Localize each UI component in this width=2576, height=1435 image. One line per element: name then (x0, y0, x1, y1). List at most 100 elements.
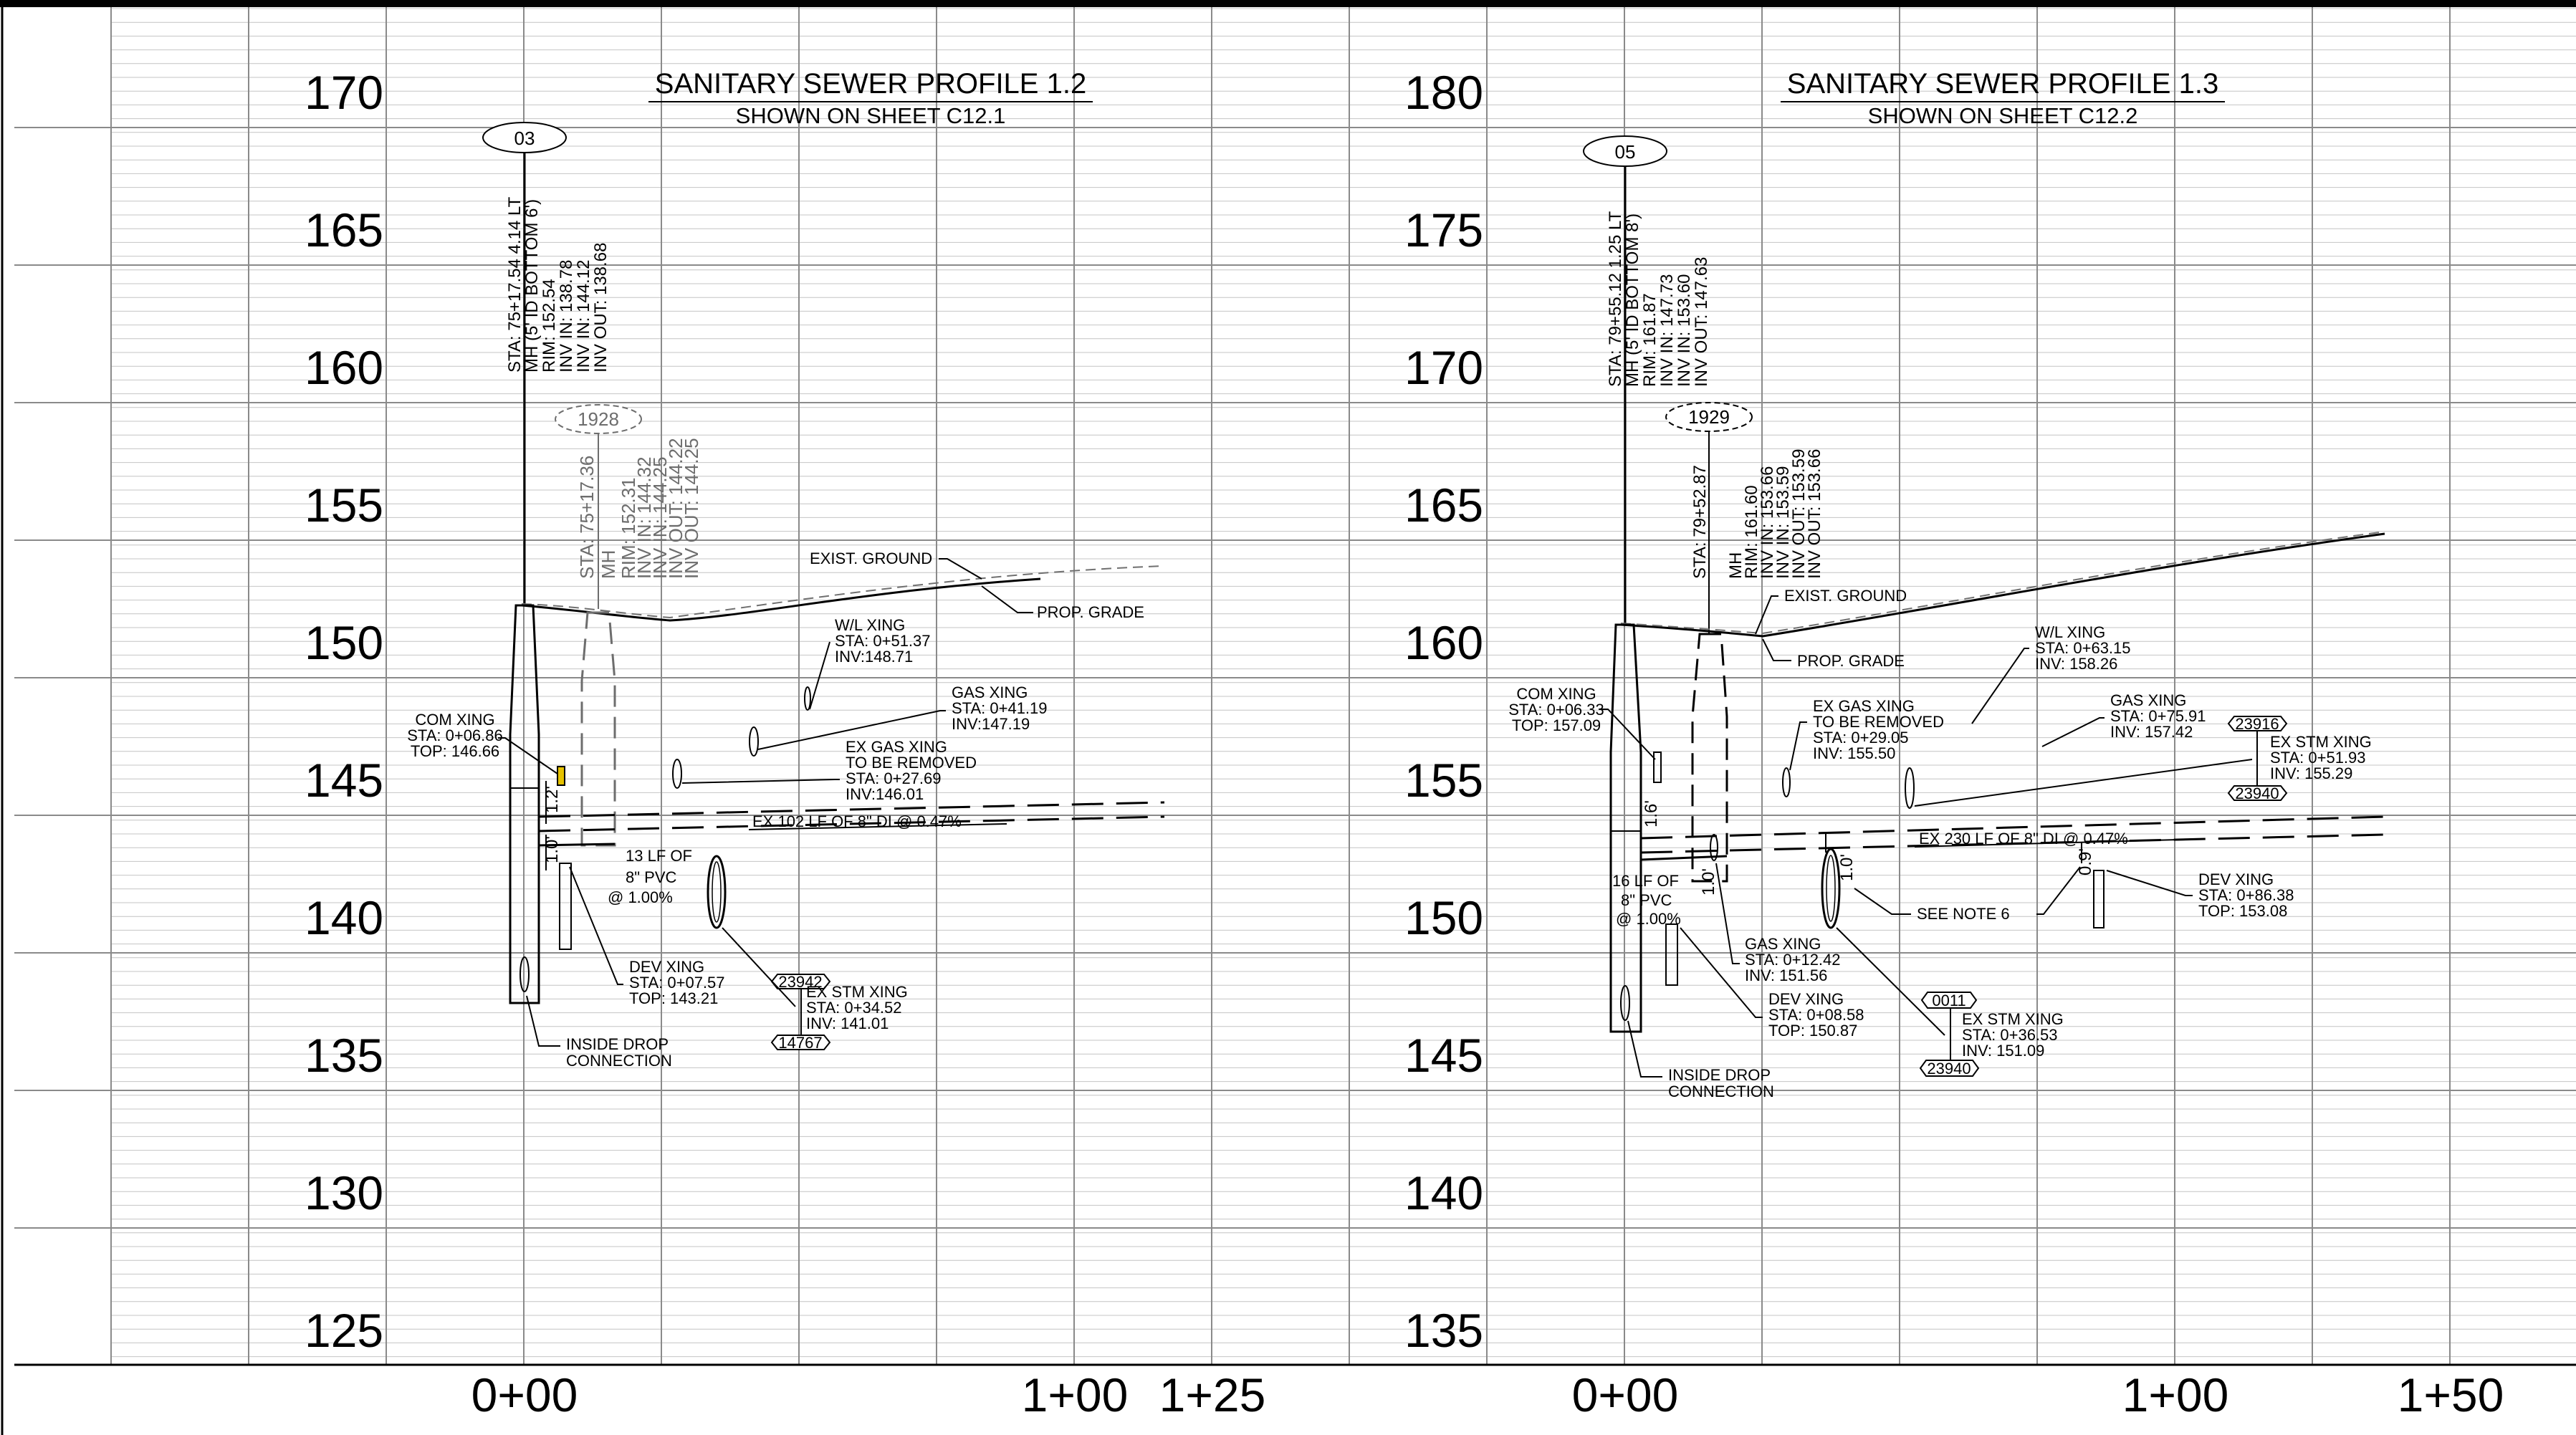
leader (2106, 870, 2193, 896)
svg-text:STA: 0+86.38: STA: 0+86.38 (2198, 886, 2294, 904)
dev-xing-note: DEV XING STA: 0+07.57 TOP: 143.21 (569, 866, 725, 1007)
proposed-grade-line (521, 577, 1041, 622)
manhole-structure (509, 604, 540, 1004)
existing-pipe-label-underline (1914, 839, 2179, 848)
com-xing-note: COM XING STA: 0+06.33 TOP: 157.09 (1508, 685, 1656, 760)
existing-manhole-tag-text: 1928 (578, 408, 619, 430)
see-note: SEE NOTE 6 (1854, 866, 2081, 923)
com-crossing (557, 766, 565, 786)
svg-text:CONNECTION: CONNECTION (1668, 1083, 1774, 1100)
existing-ground-line (521, 565, 1165, 619)
svg-text:STA: 0+36.53: STA: 0+36.53 (1962, 1026, 2058, 1044)
ex-stm-crossing-b (1905, 767, 1915, 809)
svg-text:23940: 23940 (1927, 1060, 1971, 1078)
leader (757, 710, 946, 750)
elev-label: 165 (1404, 479, 1483, 532)
svg-text:GAS XING: GAS XING (2110, 691, 2186, 709)
elev-label: 150 (1404, 891, 1483, 944)
svg-text:INSIDE DROP: INSIDE DROP (1668, 1066, 1771, 1084)
existing-manhole-tag-text: 1929 (1688, 406, 1730, 428)
svg-text:COM XING: COM XING (415, 711, 494, 729)
svg-text:MH: MH (1726, 552, 1746, 579)
svg-text:STA: 0+06.33: STA: 0+06.33 (1508, 701, 1604, 719)
elev-label: 135 (1404, 1304, 1483, 1357)
svg-text:STA: 0+51.93: STA: 0+51.93 (2270, 749, 2366, 767)
svg-text:INV OUT: 144.22: INV OUT: 144.22 (665, 438, 686, 579)
elev-label: 175 (1404, 203, 1483, 256)
gas-xing-note: GAS XING STA: 0+41.19 INV:147.19 (757, 683, 1048, 750)
leader (526, 995, 560, 1047)
prop-grade-leader (1762, 638, 1791, 661)
svg-text:STA: 0+29.05: STA: 0+29.05 (1813, 729, 1909, 747)
proposed-grade-line (1620, 532, 2385, 638)
gas-crossing (749, 726, 759, 757)
existing-pipe-bottom (538, 815, 1165, 832)
new-pipe-label: @ 1.00% (608, 888, 673, 906)
svg-text:TOP: 153.08: TOP: 153.08 (2198, 902, 2287, 920)
svg-text:INV OUT: 153.59: INV OUT: 153.59 (1789, 449, 1809, 579)
elev-label: 170 (1404, 341, 1483, 394)
leader (809, 641, 830, 710)
svg-text:STA: 75+17.54 4.14 LT: STA: 75+17.54 4.14 LT (505, 196, 525, 373)
dev-crossing (559, 863, 572, 950)
stm-crossing (707, 855, 727, 929)
svg-text:INV OUT: 138.68: INV OUT: 138.68 (591, 243, 611, 373)
stm-tag-b (770, 1035, 831, 1050)
leader (1599, 709, 1656, 760)
svg-text:MH (5' ID BOTTOM 8'): MH (5' ID BOTTOM 8') (1623, 213, 1642, 387)
elev-label: 155 (305, 479, 383, 532)
prop-grade-label: PROP. GRADE (1037, 603, 1144, 621)
svg-text:23916: 23916 (2235, 715, 2279, 733)
station-label: 0+00 (471, 1368, 578, 1421)
svg-text:MH (5' ID BOTTOM 6'): MH (5' ID BOTTOM 6') (522, 199, 542, 373)
svg-text:INV IN: 153.60: INV IN: 153.60 (1675, 274, 1694, 387)
svg-text:INV: 155.29: INV: 155.29 (2270, 764, 2352, 782)
elev-label: 160 (305, 341, 383, 394)
dev-xing-note: DEV XING STA: 0+08.58 TOP: 150.87 (1680, 927, 1864, 1040)
drop-pipe-end (1620, 985, 1630, 1021)
elev-label: 145 (305, 754, 383, 807)
leader (681, 779, 840, 784)
svg-text:EX STM XING: EX STM XING (806, 983, 908, 1001)
leader (569, 866, 623, 985)
stm-crossing-inner (1826, 855, 1836, 922)
svg-text:W/L XING: W/L XING (2035, 623, 2105, 641)
exist-ground-leader (1755, 595, 1778, 635)
new-pipe-label: 8" PVC (1621, 891, 1672, 909)
station-label: 1+50 (2398, 1368, 2504, 1421)
new-pipe-label: 16 LF OF (1612, 872, 1679, 890)
elev-label: 140 (1404, 1166, 1483, 1219)
elev-label: 165 (305, 203, 383, 256)
stm-xing-note: 0011 EX STM XING STA: 0+36.53 INV: 151.0… (1836, 927, 2064, 1078)
svg-text:23942: 23942 (778, 973, 822, 991)
profile-right: 180 175 170 165 160 155 150 145 140 135 … (1404, 66, 2504, 1421)
svg-text:0011: 0011 (1932, 992, 1965, 1009)
svg-text:EX STM XING: EX STM XING (1962, 1010, 2064, 1028)
prop-grade-label: PROP. GRADE (1797, 652, 1905, 670)
dim-label: 1.6' (1642, 800, 1661, 827)
profile-title: SANITARY SEWER PROFILE 1.3 (1787, 68, 2218, 100)
com-crossing (1653, 752, 1662, 783)
manhole-structure (1609, 623, 1642, 1033)
existing-pipe-top (1640, 815, 2385, 840)
station-label: 1+00 (1022, 1368, 1129, 1421)
svg-text:INV:148.71: INV:148.71 (835, 648, 913, 666)
svg-text:TOP: 150.87: TOP: 150.87 (1768, 1022, 1857, 1040)
com-xing-note: COM XING STA: 0+06.86 TOP: 146.66 (407, 711, 558, 774)
elev-label: 125 (305, 1304, 383, 1357)
svg-text:TO BE REMOVED: TO BE REMOVED (1813, 713, 1944, 731)
leader (1715, 863, 1740, 964)
svg-text:W/L XING: W/L XING (835, 616, 905, 634)
leader (498, 737, 558, 774)
svg-text:STA: 79+52.87: STA: 79+52.87 (1690, 465, 1710, 579)
existing-pipe-label: EX 230 LF OF 8" DI @ 0.47% (1919, 830, 2128, 848)
svg-text:STA: 79+55.12 1.25 LT: STA: 79+55.12 1.25 LT (1606, 211, 1625, 387)
ex-gas-xing-note: EX GAS XING TO BE REMOVED STA: 0+27.69 I… (681, 738, 977, 803)
svg-text:DEV XING: DEV XING (629, 958, 704, 976)
svg-text:INV: 157.42: INV: 157.42 (2110, 723, 2193, 741)
existing-manhole-structure (1691, 633, 1728, 883)
svg-text:TOP: 146.66: TOP: 146.66 (411, 742, 499, 760)
svg-text:STA: 0+27.69: STA: 0+27.69 (846, 769, 942, 787)
